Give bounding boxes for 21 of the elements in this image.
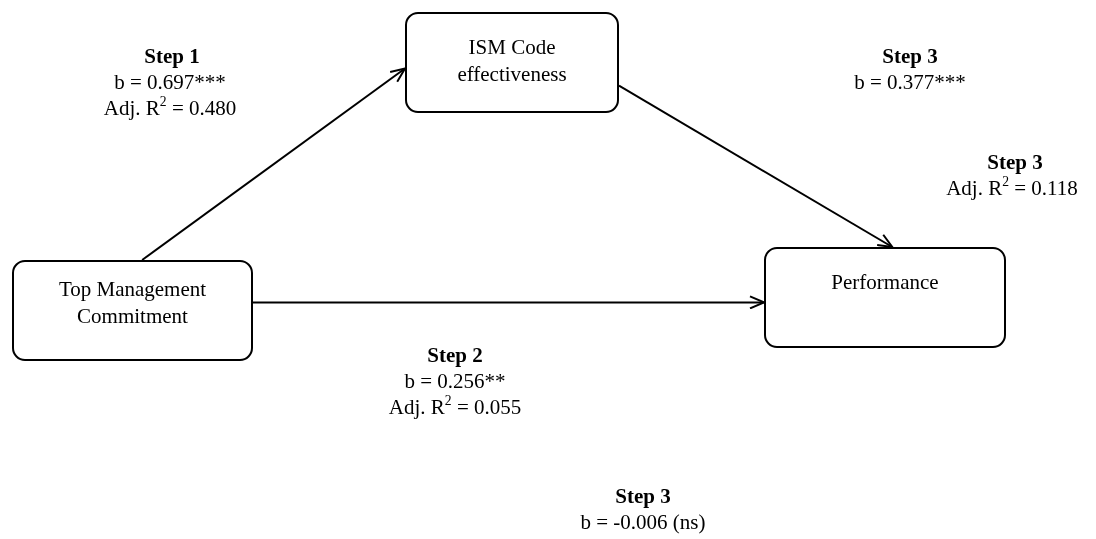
step-heading: Step 1	[143, 44, 201, 70]
process-box	[405, 12, 619, 113]
process-box	[12, 260, 253, 361]
arrow	[618, 84, 894, 248]
step-heading: Step 3	[881, 44, 939, 70]
process-box	[764, 247, 1006, 348]
statistic-text: Adj. R$^{2}$ = 0.480	[102, 96, 238, 122]
statistic-text: b = 0.697***	[113, 70, 227, 96]
statistic-text: b = 0.256**	[403, 369, 507, 395]
node-label: Top Management Commitment	[57, 276, 208, 331]
arrow	[141, 67, 406, 261]
node-label: Performance	[831, 269, 939, 296]
step-heading: Step 3	[614, 484, 672, 510]
statistic-text: b = -0.006 (ns)	[579, 510, 707, 536]
step-heading: Step 2	[426, 343, 484, 369]
statistic-text: Adj. R$^{2}$ = 0.055	[387, 395, 523, 421]
statistic-text: b = 0.377***	[853, 70, 967, 96]
step-heading: Step 3	[986, 150, 1044, 176]
node-label: ISM Code effectiveness	[456, 34, 568, 89]
arrow	[252, 295, 765, 310]
statistic-text: Adj. R$^{2}$ = 0.118	[945, 176, 1079, 202]
